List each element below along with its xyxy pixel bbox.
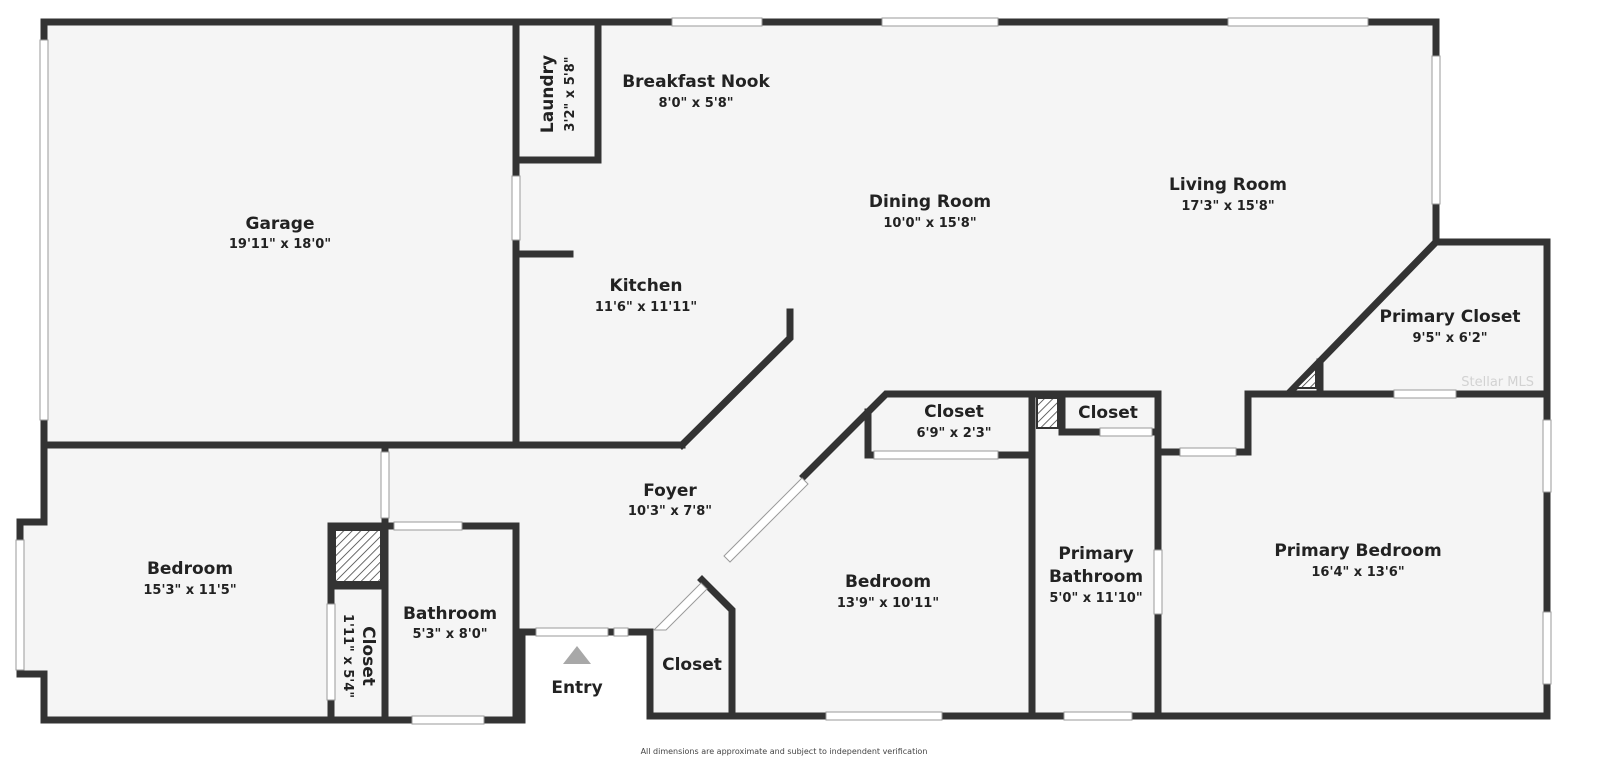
watermark: Stellar MLS <box>1461 375 1534 390</box>
living-room-dims: 17'3" x 15'8" <box>1181 199 1274 214</box>
foyer-dims: 10'3" x 7'8" <box>628 504 712 519</box>
breakfast-nook-name: Breakfast Nook <box>622 72 770 92</box>
entry-arrow-icon <box>563 646 591 664</box>
primary-bathroom-name-line1: Primary <box>1058 544 1133 564</box>
closet-3-name: Closet <box>358 626 378 686</box>
garage-dims: 19'11" x 18'0" <box>229 237 331 252</box>
room-labels: Garage 19'11" x 18'0" Laundry 3'2" x 5'8… <box>143 55 1520 698</box>
dining-room-name: Dining Room <box>869 192 991 212</box>
hatched-shafts <box>334 365 1317 583</box>
closet-4-name: Closet <box>662 655 722 675</box>
windows <box>15 17 1552 725</box>
closet-1-dims: 6'9" x 2'3" <box>916 426 991 441</box>
laundry-dims: 3'2" x 5'8" <box>563 56 578 131</box>
floor-areas <box>20 22 1547 720</box>
kitchen-name: Kitchen <box>610 276 683 296</box>
foyer-name: Foyer <box>643 481 697 501</box>
laundry-name: Laundry <box>538 55 558 133</box>
primary-bathroom-name-line2: Bathroom <box>1049 567 1143 587</box>
bathroom-dims: 5'3" x 8'0" <box>412 627 487 642</box>
closet-1-name: Closet <box>924 402 984 422</box>
bedroom-1-dims: 15'3" x 11'5" <box>143 583 236 598</box>
closet-3-dims: 1'11" x 5'4" <box>340 614 355 698</box>
closet-2-name: Closet <box>1078 403 1138 423</box>
primary-closet-name: Primary Closet <box>1380 307 1521 327</box>
bedroom-2-name: Bedroom <box>845 572 931 592</box>
dining-room-dims: 10'0" x 15'8" <box>883 216 976 231</box>
breakfast-nook-dims: 8'0" x 5'8" <box>658 96 733 111</box>
primary-bedroom-dims: 16'4" x 13'6" <box>1311 565 1404 580</box>
primary-closet-dims: 9'5" x 6'2" <box>1412 331 1487 346</box>
garage-name: Garage <box>246 214 315 234</box>
bedroom-1-name: Bedroom <box>147 559 233 579</box>
bathroom-name: Bathroom <box>403 604 497 624</box>
door-openings <box>326 175 1457 701</box>
entry-label: Entry <box>551 678 602 698</box>
bedroom-2-dims: 13'9" x 10'11" <box>837 596 939 611</box>
footer-note: All dimensions are approximate and subje… <box>641 747 928 756</box>
primary-bathroom-dims: 5'0" x 11'10" <box>1049 591 1142 606</box>
living-room-name: Living Room <box>1169 175 1287 195</box>
kitchen-dims: 11'6" x 11'11" <box>595 300 697 315</box>
primary-bedroom-name: Primary Bedroom <box>1274 541 1441 561</box>
